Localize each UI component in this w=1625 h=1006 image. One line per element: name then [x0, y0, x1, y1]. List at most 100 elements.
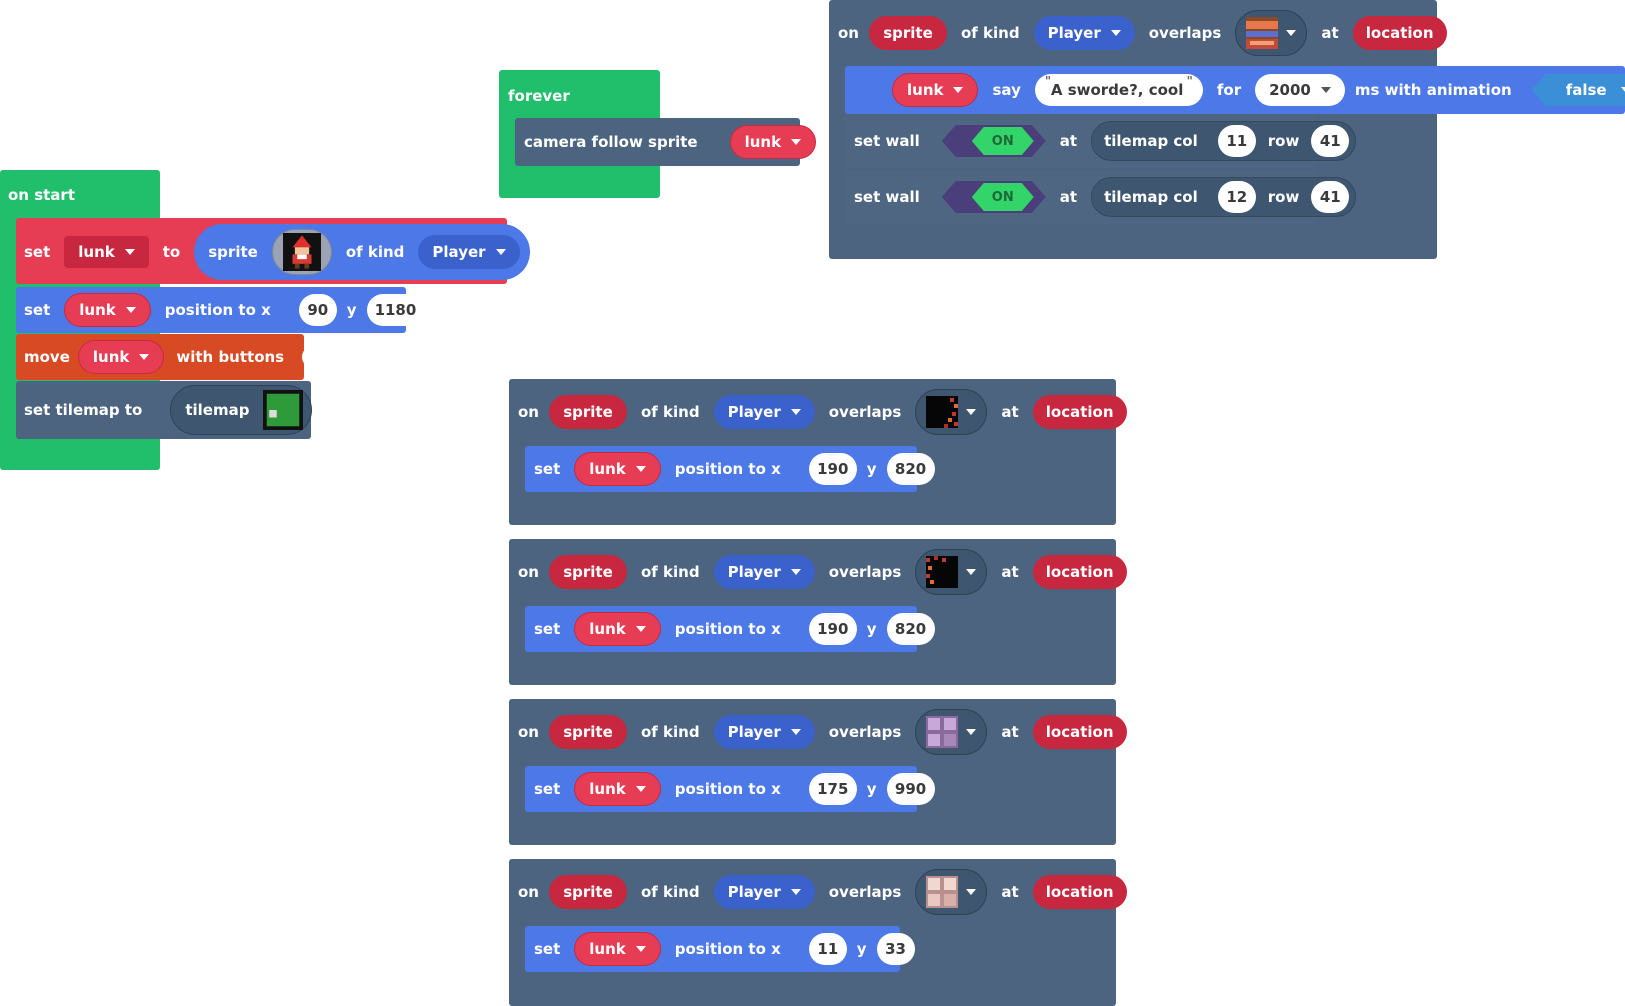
y-label: y [856, 940, 867, 958]
kind-dropdown[interactable]: Player [713, 875, 815, 909]
set-position-row: set lunk position to x 90 y 1180 [24, 287, 425, 333]
chevron-down-icon [791, 139, 802, 145]
set-position-row: set lunk position to x 190 y 820 [534, 446, 935, 492]
position-to-x-label: position to x [674, 620, 781, 638]
tile-picker[interactable] [915, 389, 988, 435]
kind-dropdown[interactable]: Player [418, 235, 520, 269]
of-kind-label: of kind [640, 723, 700, 741]
kind-dropdown[interactable]: Player [713, 395, 815, 429]
chevron-down-icon [635, 626, 646, 632]
chevron-down-icon [953, 87, 964, 93]
x-input[interactable]: 190 [808, 613, 857, 645]
variable-dropdown[interactable]: lunk [574, 612, 661, 646]
tilemap-thumbnail-icon [263, 390, 304, 430]
set-label: set [534, 460, 561, 478]
wall-toggle[interactable]: ON [941, 181, 1046, 213]
variable-dropdown[interactable]: lunk [574, 772, 661, 806]
tilemap-label: tilemap [185, 401, 250, 419]
chevron-down-icon [1320, 87, 1331, 93]
set-position-row: set lunk position to x 190 y 820 [534, 606, 935, 652]
tilemap-col-reporter[interactable]: tilemap col 12 row 41 [1091, 177, 1357, 217]
say-text-input[interactable]: " A sworde?, cool " [1034, 74, 1203, 106]
x-input[interactable]: 90 [298, 294, 337, 326]
overlap-main-header: on sprite of kind Player overlaps at loc… [838, 8, 1447, 58]
variable-dropdown[interactable]: lunk [892, 73, 979, 107]
on-label: on [518, 883, 539, 901]
chevron-down-icon [966, 729, 977, 735]
overlaps-label: overlaps [828, 883, 902, 901]
col-input[interactable]: 12 [1217, 181, 1256, 213]
duration-dropdown[interactable]: 2000 [1255, 74, 1345, 106]
overlaps-label: overlaps [828, 563, 902, 581]
sprite-param[interactable]: sprite [868, 16, 947, 50]
location-param[interactable]: location [1032, 715, 1127, 749]
col-input[interactable]: 11 [1217, 125, 1256, 157]
chevron-down-icon [139, 354, 150, 360]
position-to-x-label: position to x [674, 460, 781, 478]
variable-dropdown[interactable]: lunk [64, 293, 151, 327]
location-param[interactable]: location [1352, 16, 1447, 50]
tilemap-picker[interactable]: tilemap [170, 385, 313, 435]
at-label: at [1001, 403, 1019, 421]
dark-red-tile-icon [926, 396, 959, 428]
plus-circle-icon[interactable]: + [302, 346, 325, 368]
y-input[interactable]: 820 [886, 613, 935, 645]
variable-dropdown[interactable]: lunk [574, 932, 661, 966]
kind-dropdown[interactable]: Player [713, 555, 815, 589]
dark-red-tile-icon [926, 556, 959, 588]
variable-dropdown[interactable]: lunk [574, 452, 661, 486]
pink-window-tile-icon [926, 876, 959, 908]
chevron-down-icon [635, 466, 646, 472]
sprite-label: sprite [208, 243, 258, 261]
sprite-param[interactable]: sprite [548, 875, 627, 909]
on-label: on [518, 723, 539, 741]
y-input[interactable]: 990 [886, 773, 935, 805]
position-to-x-label: position to x [674, 780, 781, 798]
tile-picker[interactable] [915, 549, 988, 595]
with-buttons-label: with buttons [176, 348, 285, 366]
of-kind-label: of kind [345, 243, 405, 261]
y-input[interactable]: 33 [876, 933, 915, 965]
chevron-down-icon [635, 946, 646, 952]
y-input[interactable]: 1180 [366, 294, 425, 326]
row-input[interactable]: 41 [1311, 125, 1350, 157]
at-label: at [1001, 563, 1019, 581]
tilemap-col-reporter[interactable]: tilemap col 11 row 41 [1091, 121, 1357, 161]
location-param[interactable]: location [1032, 395, 1127, 429]
animation-dropdown[interactable]: false [1532, 74, 1625, 106]
kind-dropdown[interactable]: Player [1033, 16, 1135, 50]
tile-picker[interactable] [915, 869, 988, 915]
row-input[interactable]: 41 [1311, 181, 1350, 213]
kind-dropdown[interactable]: Player [713, 715, 815, 749]
overlaps-label: overlaps [1148, 24, 1222, 42]
sprite-param[interactable]: sprite [548, 555, 627, 589]
purple-window-tile-icon [926, 716, 959, 748]
y-input[interactable]: 820 [886, 453, 935, 485]
sprite-image-picker[interactable] [271, 229, 332, 275]
variable-dropdown[interactable]: lunk [729, 125, 817, 159]
sprite-reporter[interactable]: sprite of kind Player [194, 224, 530, 280]
on-label: on [838, 24, 859, 42]
variable-dropdown[interactable]: lunk [64, 236, 149, 268]
tile-picker[interactable] [1235, 10, 1308, 56]
x-input[interactable]: 190 [808, 453, 857, 485]
chevron-down-icon [790, 569, 801, 575]
wall-toggle[interactable]: ON [941, 125, 1046, 157]
variable-dropdown[interactable]: lunk [77, 340, 165, 374]
on-label: on [518, 403, 539, 421]
set-wall-row-2: set wall ON at tilemap col 12 row 41 [854, 170, 1357, 224]
chevron-down-icon [1286, 30, 1297, 36]
sprite-param[interactable]: sprite [548, 395, 627, 429]
tile-picker[interactable] [915, 709, 988, 755]
location-param[interactable]: location [1032, 555, 1127, 589]
x-input[interactable]: 11 [808, 933, 847, 965]
chevron-down-icon [635, 786, 646, 792]
chevron-down-icon [495, 249, 506, 255]
location-param[interactable]: location [1032, 875, 1127, 909]
overlap-header: on sprite of kind Player overlaps at loc… [518, 549, 1127, 595]
x-input[interactable]: 175 [808, 773, 857, 805]
say-row: lunk say " A sworde?, cool " for 2000 ms… [892, 66, 1625, 114]
chevron-down-icon [790, 409, 801, 415]
sprite-param[interactable]: sprite [548, 715, 627, 749]
set-sprite-row: set lunk to sprite of kind Player [24, 224, 530, 280]
